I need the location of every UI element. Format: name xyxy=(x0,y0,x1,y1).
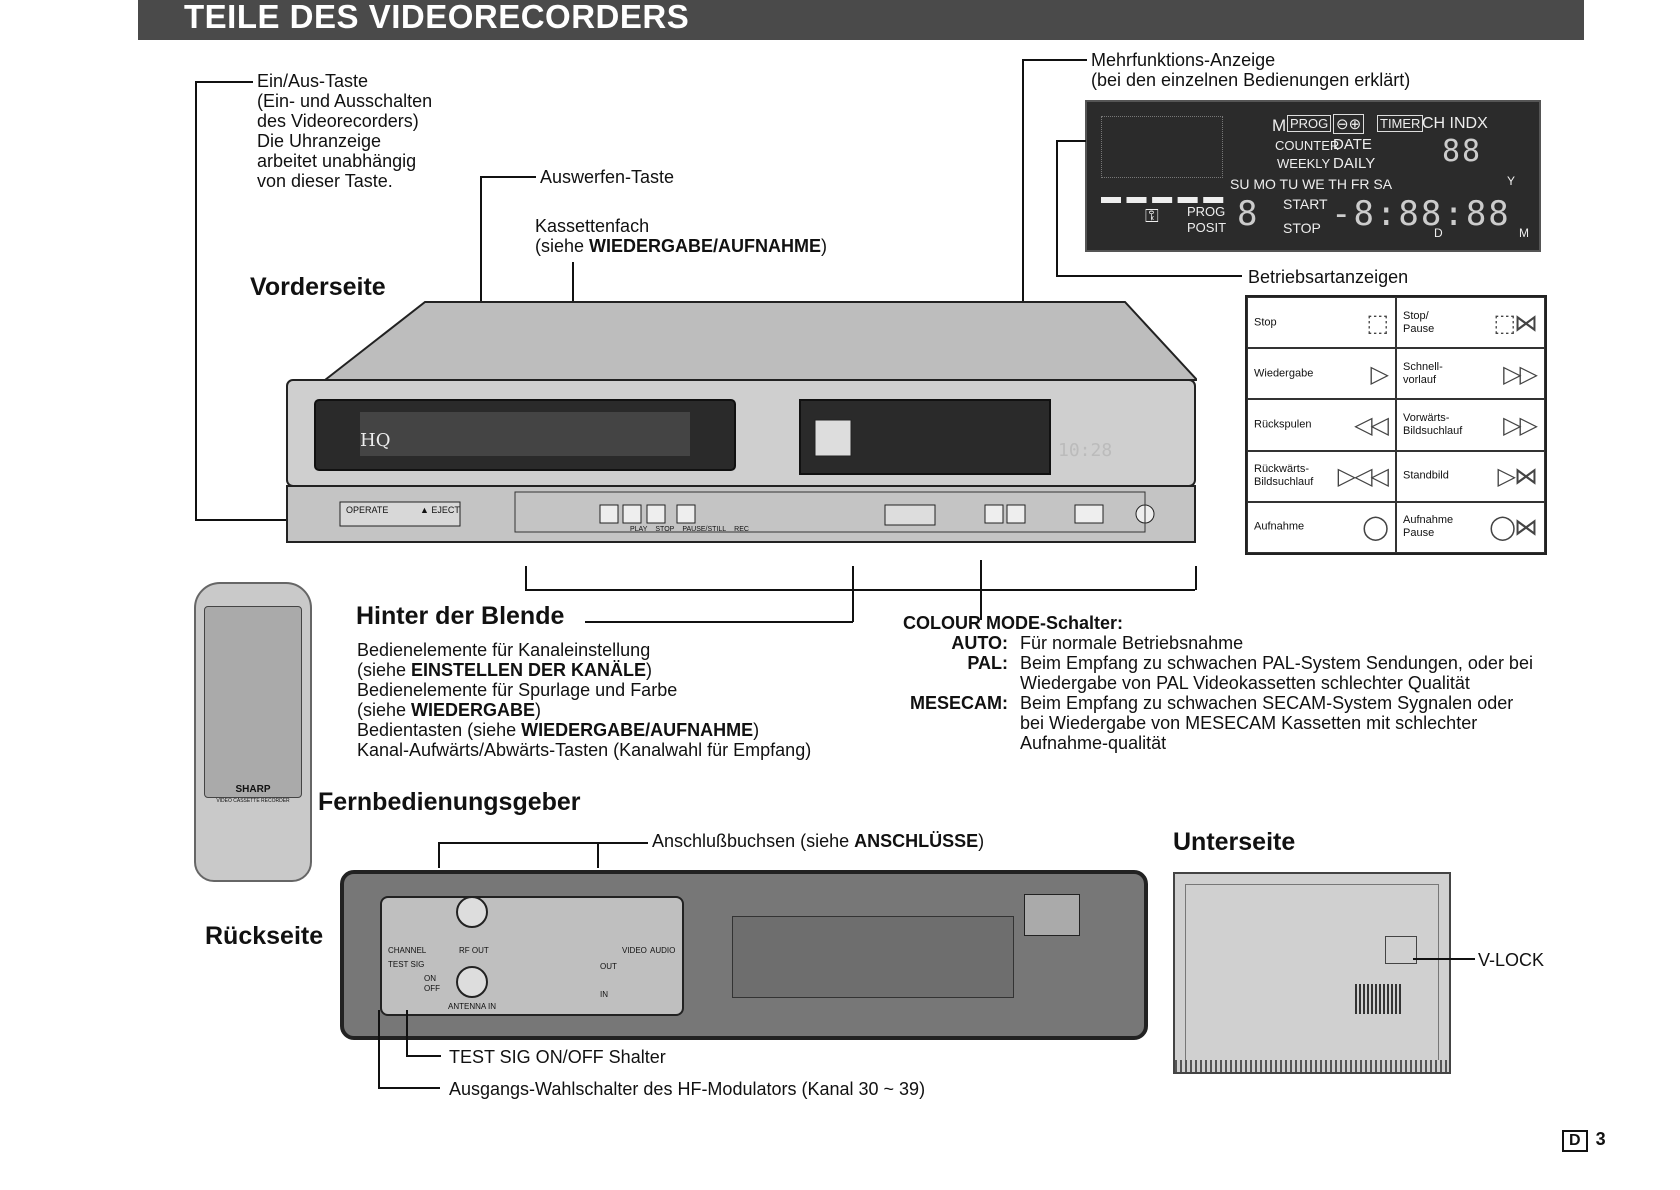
eject-label: Auswerfen-Taste xyxy=(540,167,675,187)
modulator-label: Ausgangs-Wahlschalter des HF-Modulators … xyxy=(449,1079,926,1099)
mode-cell: Stop⬚ xyxy=(1247,297,1396,349)
display-label: Mehrfunktions-Anzeige (bei den einzelnen… xyxy=(1091,50,1411,90)
mode-cell: Vorwärts- Bildsuchlauf▷▷ xyxy=(1396,399,1545,451)
colour-mode-desc: AUTO:Für normale Betriebsnahme PAL:Beim … xyxy=(910,633,1533,753)
mode-cell: Rückspulen◁◁ xyxy=(1247,399,1396,451)
mode-cell: Rückwärts- Bildsuchlauf▷◁◁ xyxy=(1247,450,1396,502)
mode-cell: Stop/ Pause⬚⋈ xyxy=(1396,297,1545,349)
test-sig-label: TEST SIG ON/OFF Shalter xyxy=(449,1047,666,1067)
power-label: Ein/Aus-Taste (Ein- und Ausschalten des … xyxy=(257,71,433,191)
cassette-label: Kassettenfach (siehe WIEDERGABE/AUFNAHME… xyxy=(535,216,828,256)
colour-mode-title: COLOUR MODE-Schalter: xyxy=(903,613,1124,633)
mode-cell: Standbild▷⋈ xyxy=(1396,450,1545,502)
vlock-label: V-LOCK xyxy=(1478,950,1545,970)
header-bar xyxy=(138,0,1584,40)
underside-section-title: Unterseite xyxy=(1173,828,1296,856)
operate-button[interactable]: OPERATE xyxy=(346,505,389,515)
mode-indicator-table: Stop⬚ Stop/ Pause⬚⋈ Wiedergabe▷ Schnell-… xyxy=(1245,295,1547,555)
hq-logo: HQ xyxy=(360,430,391,451)
vcr-front-illustration xyxy=(286,301,1197,543)
mode-indicators-label: Betriebsartanzeigen xyxy=(1248,267,1409,287)
remote-subtitle: VIDEO CASSETTE RECORDER xyxy=(216,798,290,804)
eject-button[interactable]: ▲ EJECT xyxy=(420,505,460,515)
page-title: TEILE DES VIDEORECORDERS xyxy=(184,0,690,35)
multifunction-display: M PROG ⊖⊕ TIMER CH INDX COUNTER DATE WEE… xyxy=(1085,100,1541,252)
vcr-underside-illustration xyxy=(1173,872,1451,1074)
remote-section-title: Fernbedienungsgeber xyxy=(318,788,581,816)
connectors-label: Anschlußbuchsen (siehe ANSCHLÜSSE) xyxy=(652,831,985,851)
remote-control: SHARP VIDEO CASSETTE RECORDER xyxy=(194,582,312,882)
mode-cell: Aufnahme◯ xyxy=(1247,501,1396,553)
mode-cell: Schnell- vorlauf▷▷ xyxy=(1396,348,1545,400)
front-section-title: Vorderseite xyxy=(250,273,386,301)
mode-cell: Aufnahme Pause◯⋈ xyxy=(1396,501,1545,553)
rear-section-title: Rückseite xyxy=(205,922,324,950)
vcr-rear-illustration: CHANNEL RF OUT TEST SIG ON OFF ANTENNA I… xyxy=(340,870,1148,1040)
mode-cell: Wiedergabe▷ xyxy=(1247,348,1396,400)
front-clock: 10:28 xyxy=(1058,440,1113,461)
behind-panel-title: Hinter der Blende xyxy=(356,602,565,630)
behind-panel-text: Bedienelemente für Kanaleinstellung (sie… xyxy=(357,640,812,760)
remote-brand: SHARP xyxy=(235,784,271,795)
